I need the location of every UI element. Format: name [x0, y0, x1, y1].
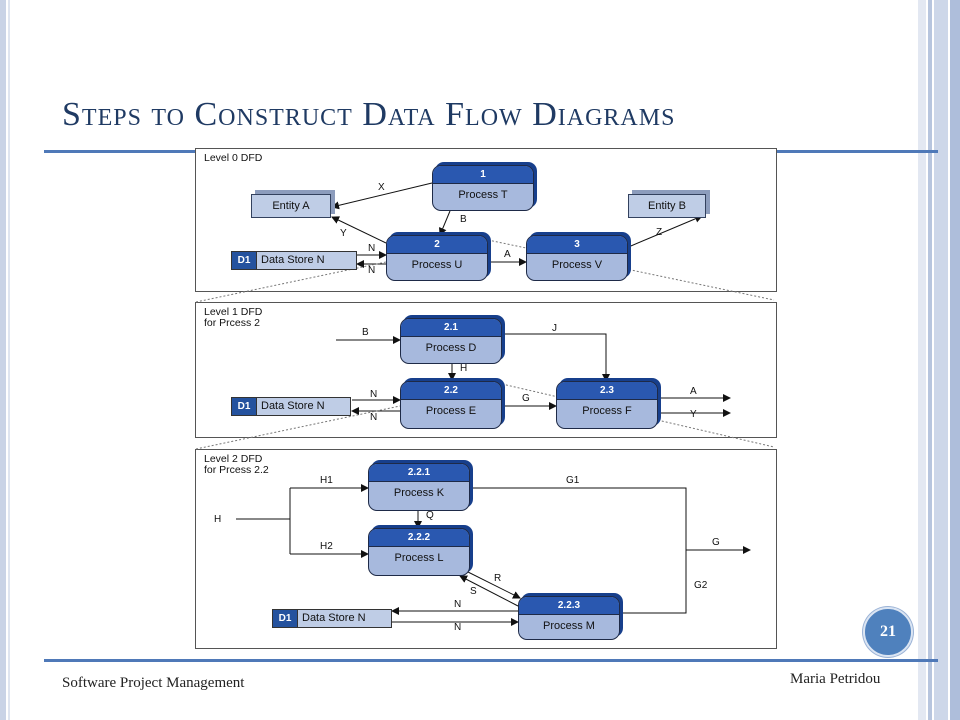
level2-label: Level 2 DFD — [204, 453, 263, 465]
data-store-id: D1 — [232, 398, 256, 415]
flow-label-q: Q — [426, 510, 434, 521]
process-number: 2.2.3 — [519, 597, 619, 615]
data-store-id: D1 — [273, 610, 297, 627]
data-store-name: Data Store N — [256, 398, 329, 415]
process-number: 2 — [387, 236, 487, 254]
flow-label-g: G — [522, 393, 530, 404]
flow-label-b: B — [460, 214, 467, 225]
process-f: 2.3 Process F — [556, 381, 658, 429]
process-e: 2.2 Process E — [400, 381, 502, 429]
process-d: 2.1 Process D — [400, 318, 502, 364]
slide-right-stripe-1 — [918, 0, 926, 720]
flow-label-x: X — [378, 182, 385, 193]
slide-title: Steps to Construct Data Flow Diagrams — [62, 96, 676, 133]
process-number: 2.1 — [401, 319, 501, 337]
flow-label-z: Z — [656, 227, 663, 238]
process-name: Process F — [582, 405, 632, 417]
flow-label-g1: G1 — [566, 475, 580, 486]
process-number: 2.2 — [401, 382, 501, 400]
flow-label-b: B — [362, 327, 369, 338]
process-v: 3 Process V — [526, 235, 628, 281]
level1-label: Level 1 DFD — [204, 306, 263, 318]
process-u: 2 Process U — [386, 235, 488, 281]
data-store-n-l1: D1 Data Store N — [231, 397, 351, 416]
process-name: Process U — [411, 259, 463, 271]
flow-label-g2: G2 — [694, 580, 708, 591]
flow-label-n-in: N — [370, 412, 378, 423]
flow-label-n-out: N — [454, 599, 462, 610]
flow-label-y: Y — [340, 228, 347, 239]
entity-b: Entity B — [628, 194, 706, 218]
process-m: 2.2.3 Process M — [518, 596, 620, 640]
flow-label-a: A — [504, 249, 511, 260]
data-store-n-l2: D1 Data Store N — [272, 609, 392, 628]
flow-label-n-out: N — [370, 389, 378, 400]
process-name: Process M — [543, 620, 595, 632]
process-l: 2.2.2 Process L — [368, 528, 470, 576]
process-number: 1 — [433, 166, 533, 184]
process-name: Process L — [394, 552, 444, 564]
flow-label-g: G — [712, 537, 720, 548]
flow-label-s: S — [470, 586, 477, 597]
footer-author: Maria Petridou — [790, 671, 881, 687]
slide-left-border-inner — [8, 0, 10, 720]
flow-label-h1: H1 — [320, 475, 333, 486]
process-name: Process K — [393, 487, 445, 499]
flow-label-h: H — [214, 514, 222, 525]
process-name: Process D — [425, 342, 477, 354]
flow-label-y: Y — [690, 409, 697, 420]
level2-sublabel: for Prcess 2.2 — [204, 464, 269, 476]
slide-right-stripe-4 — [950, 0, 960, 720]
data-store-n-l0: D1 Data Store N — [231, 251, 357, 270]
slide-right-stripe-3 — [934, 0, 948, 720]
flow-label-n-in: N — [368, 265, 376, 276]
flow-label-a: A — [690, 386, 697, 397]
level0-label: Level 0 DFD — [204, 152, 263, 164]
slide-right-stripe-2 — [928, 0, 932, 720]
footer-rule — [44, 659, 938, 662]
page-number-badge: 21 — [863, 607, 913, 657]
process-number: 2.3 — [557, 382, 657, 400]
footer-course: Software Project Management — [62, 675, 245, 691]
process-name: Process V — [551, 259, 603, 271]
data-store-name: Data Store N — [256, 252, 329, 269]
level1-sublabel: for Prcess 2 — [204, 317, 261, 329]
flow-label-n-in: N — [454, 622, 462, 633]
process-t: 1 Process T — [432, 165, 534, 211]
process-name: Process T — [458, 189, 508, 201]
process-k: 2.2.1 Process K — [368, 463, 470, 511]
flow-label-h: H — [460, 363, 468, 374]
entity-a: Entity A — [251, 194, 331, 218]
data-store-id: D1 — [232, 252, 256, 269]
flow-label-j: J — [552, 323, 557, 334]
process-name: Process E — [425, 405, 477, 417]
flow-label-h2: H2 — [320, 541, 333, 552]
flow-label-r: R — [494, 573, 502, 584]
slide-left-border — [0, 0, 6, 720]
flow-label-n-out: N — [368, 243, 376, 254]
process-number: 3 — [527, 236, 627, 254]
data-store-name: Data Store N — [297, 610, 370, 627]
process-number: 2.2.2 — [369, 529, 469, 547]
process-number: 2.2.1 — [369, 464, 469, 482]
